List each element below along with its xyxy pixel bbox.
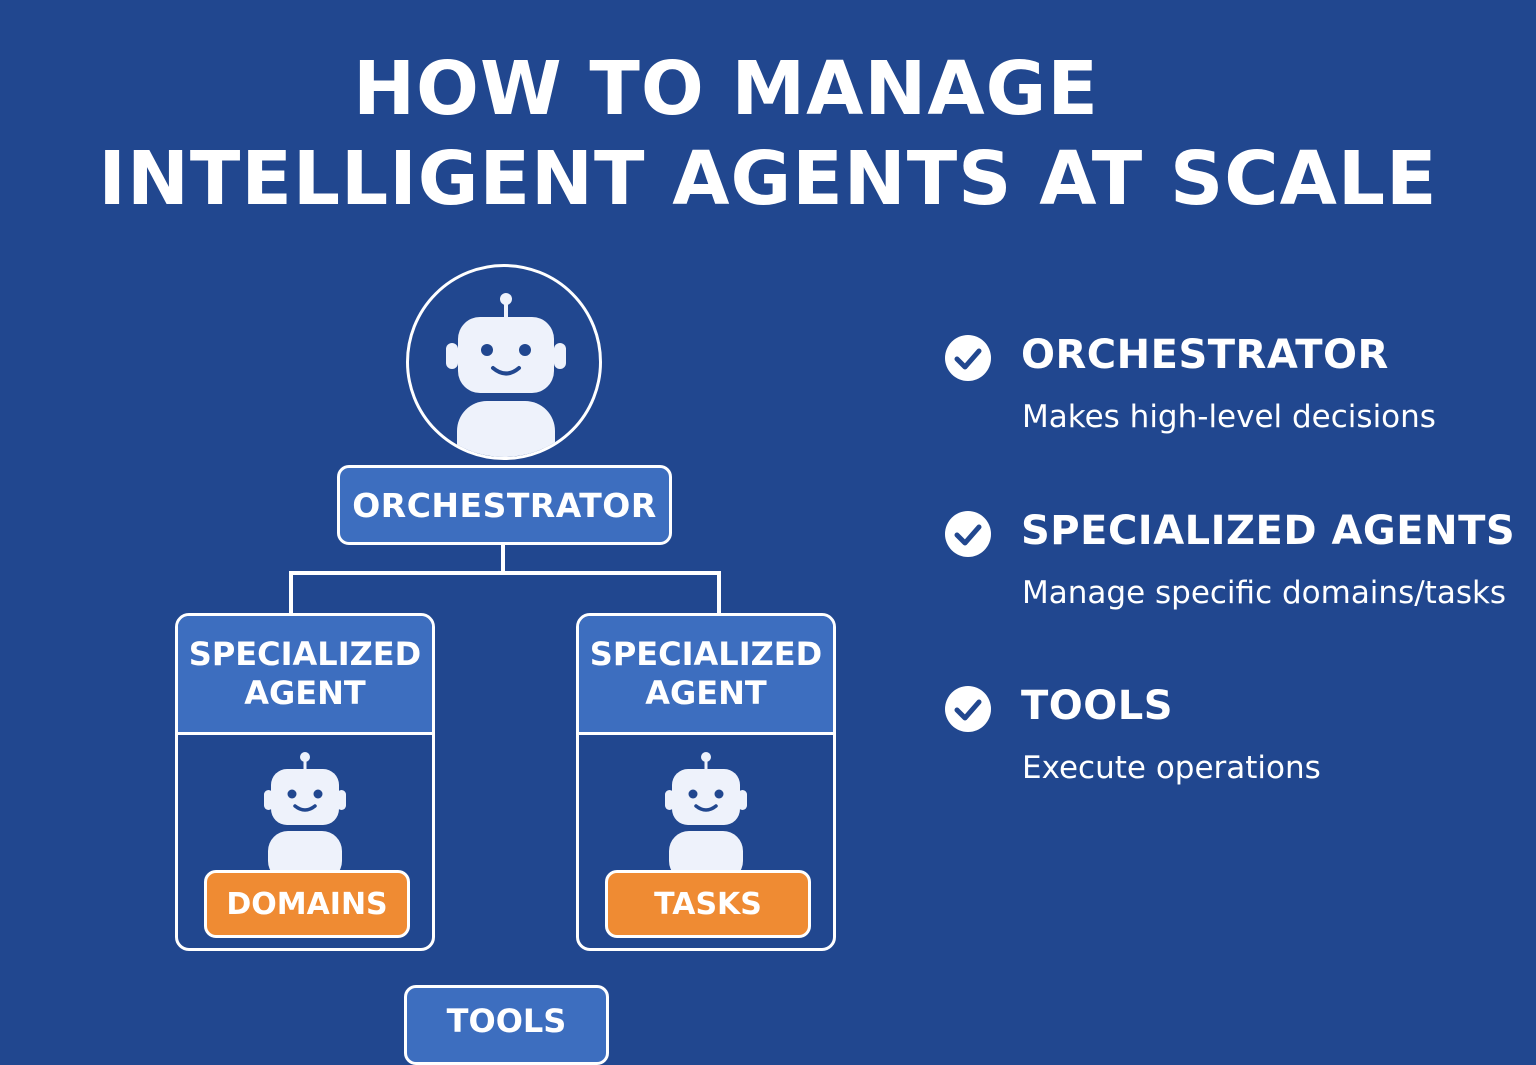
agent-label-line-2: AGENT — [645, 674, 767, 712]
robot-icon — [665, 752, 747, 872]
legend-description: Manage specific domains/tasks — [1022, 575, 1507, 611]
connector-right-drop — [717, 571, 721, 615]
check-circle-icon — [945, 511, 991, 557]
agent-header: SPECIALIZED AGENT — [178, 616, 432, 735]
tasks-badge-label: TASKS — [654, 886, 762, 922]
specialized-agent-card-domains: SPECIALIZED AGENT DOMAINS — [175, 613, 435, 951]
legend-description: Execute operations — [1022, 750, 1321, 786]
connector-orchestrator-down — [501, 543, 505, 573]
orchestrator-label: ORCHESTRATOR — [352, 485, 657, 525]
check-circle-icon — [945, 686, 991, 732]
tools-node: TOOLS — [404, 985, 609, 1065]
specialized-agent-card-tasks: SPECIALIZED AGENT TASKS — [576, 613, 836, 951]
connector-left-drop — [289, 571, 293, 615]
agent-header: SPECIALIZED AGENT — [579, 616, 833, 735]
tools-label: TOOLS — [446, 1002, 567, 1040]
legend-description: Makes high-level decisions — [1022, 399, 1436, 435]
connector-horizontal-bar — [289, 571, 721, 575]
domains-badge: DOMAINS — [204, 870, 410, 938]
agent-label-line-2: AGENT — [244, 674, 366, 712]
robot-icon — [264, 752, 346, 872]
agent-label-line-1: SPECIALIZED — [188, 634, 422, 673]
page-title-line-1: HOW TO MANAGE — [353, 46, 1099, 132]
legend-title: TOOLS — [1021, 683, 1174, 729]
legend-title: SPECIALIZED AGENTS — [1021, 508, 1516, 554]
legend-title: ORCHESTRATOR — [1021, 332, 1389, 378]
robot-icon — [446, 293, 566, 457]
orchestrator-node: ORCHESTRATOR — [337, 465, 672, 545]
check-circle-icon — [945, 335, 991, 381]
page-title-line-2: INTELLIGENT AGENTS AT SCALE — [98, 136, 1438, 222]
domains-badge-label: DOMAINS — [226, 886, 388, 922]
agent-label-line-1: SPECIALIZED — [589, 634, 823, 673]
orchestrator-avatar — [406, 264, 602, 460]
tasks-badge: TASKS — [605, 870, 811, 938]
